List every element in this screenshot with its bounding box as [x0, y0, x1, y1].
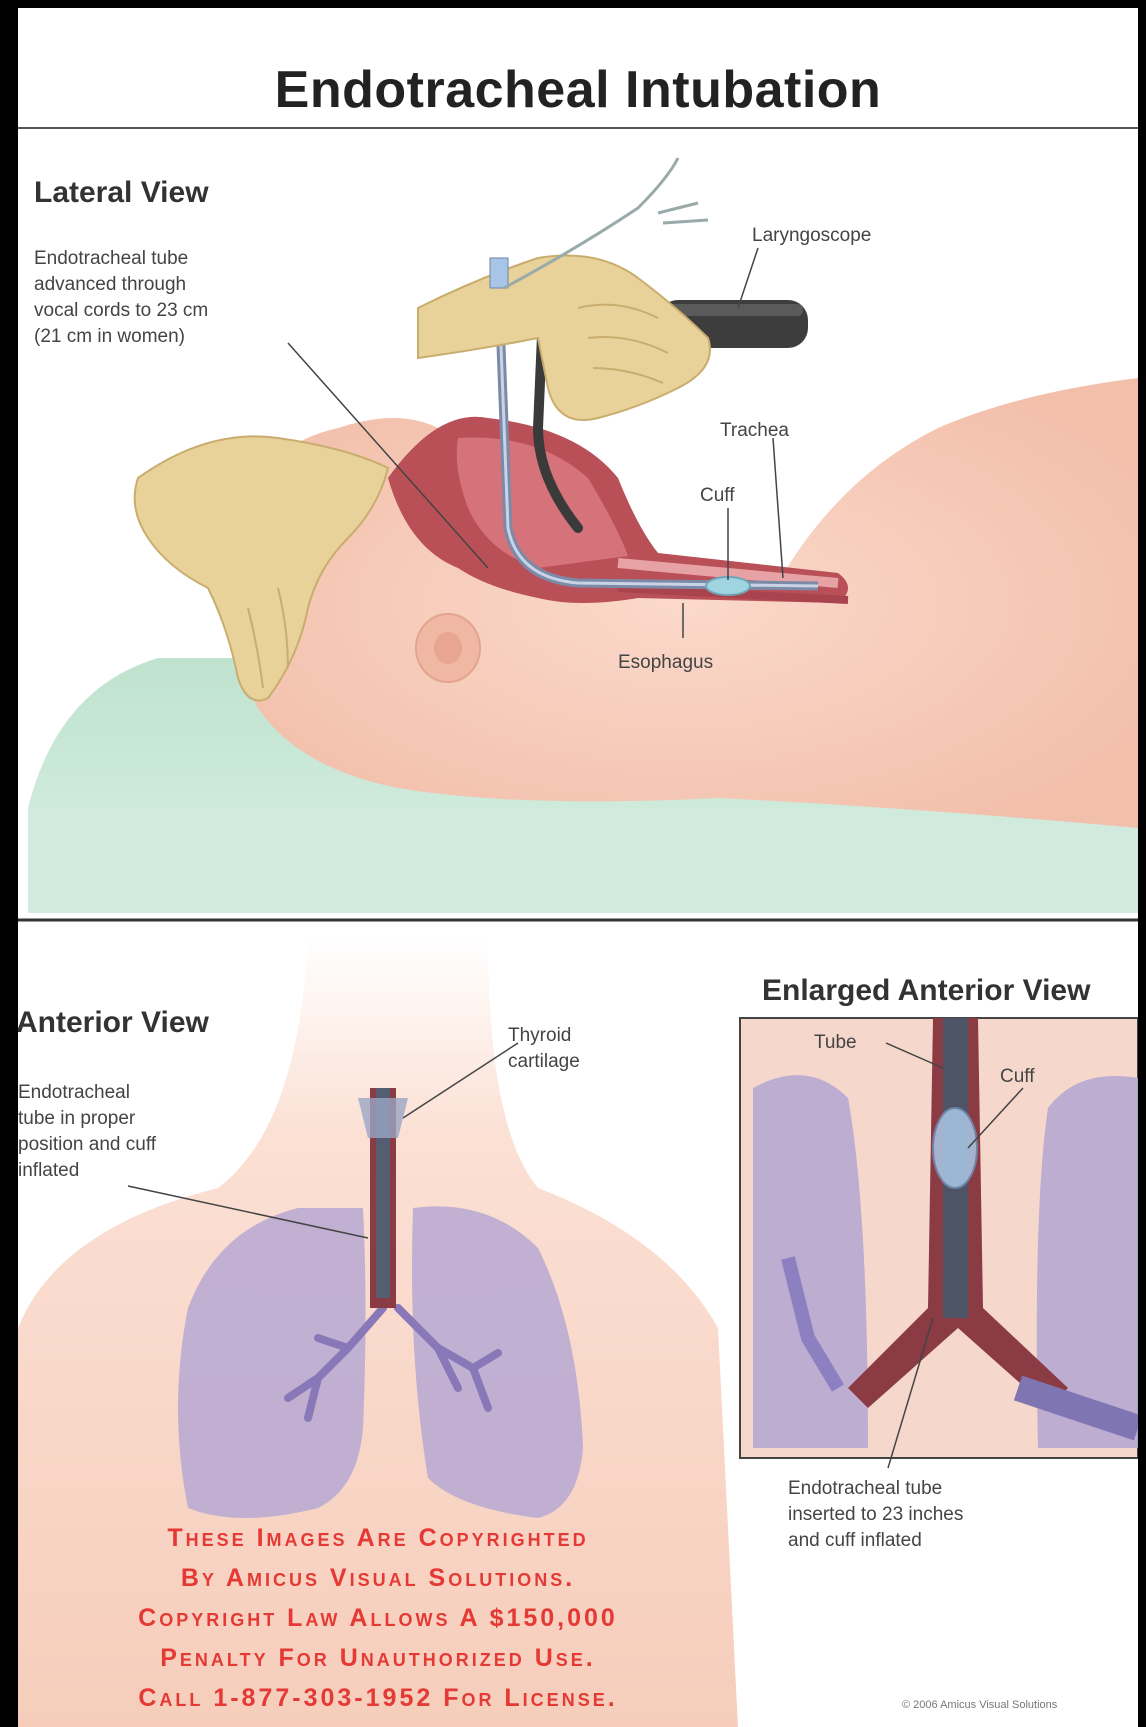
page-title: Endotracheal Intubation	[18, 60, 1138, 120]
illustration-sheet: Endotracheal Intubation Lateral View End…	[18, 8, 1138, 1727]
cuff-label-lateral: Cuff	[700, 483, 735, 509]
trachea-label: Trachea	[720, 418, 789, 444]
enlarged-cuff-label: Cuff	[1000, 1064, 1035, 1090]
credit-line: © 2006 Amicus Visual Solutions	[902, 1699, 1057, 1711]
operator-hand-top	[418, 256, 710, 421]
laryngoscope-label: Laryngoscope	[752, 223, 871, 249]
lateral-view-heading: Lateral View	[34, 176, 209, 210]
enlarged-left-lung	[753, 1075, 868, 1448]
enlarged-tube-label: Tube	[814, 1030, 857, 1056]
enlarged-illustration	[740, 1018, 1138, 1468]
enlarged-inserted-label: Endotracheal tube inserted to 23 inches …	[788, 1476, 963, 1554]
enlarged-view-heading: Enlarged Anterior View	[762, 974, 1090, 1008]
esophagus-label: Esophagus	[618, 650, 713, 676]
enlarged-cuff	[933, 1108, 977, 1188]
copyright-watermark: These Images Are Copyrighted By Amicus V…	[18, 1518, 738, 1718]
anterior-view-heading: Anterior View	[18, 1006, 209, 1040]
anterior-tube-label: Endotracheal tube in proper position and…	[18, 1080, 156, 1184]
patient-body	[226, 378, 1138, 828]
lateral-tube-label: Endotracheal tube advanced through vocal…	[34, 246, 208, 350]
thyroid-cartilage-label: Thyroid cartilage	[508, 1023, 580, 1075]
